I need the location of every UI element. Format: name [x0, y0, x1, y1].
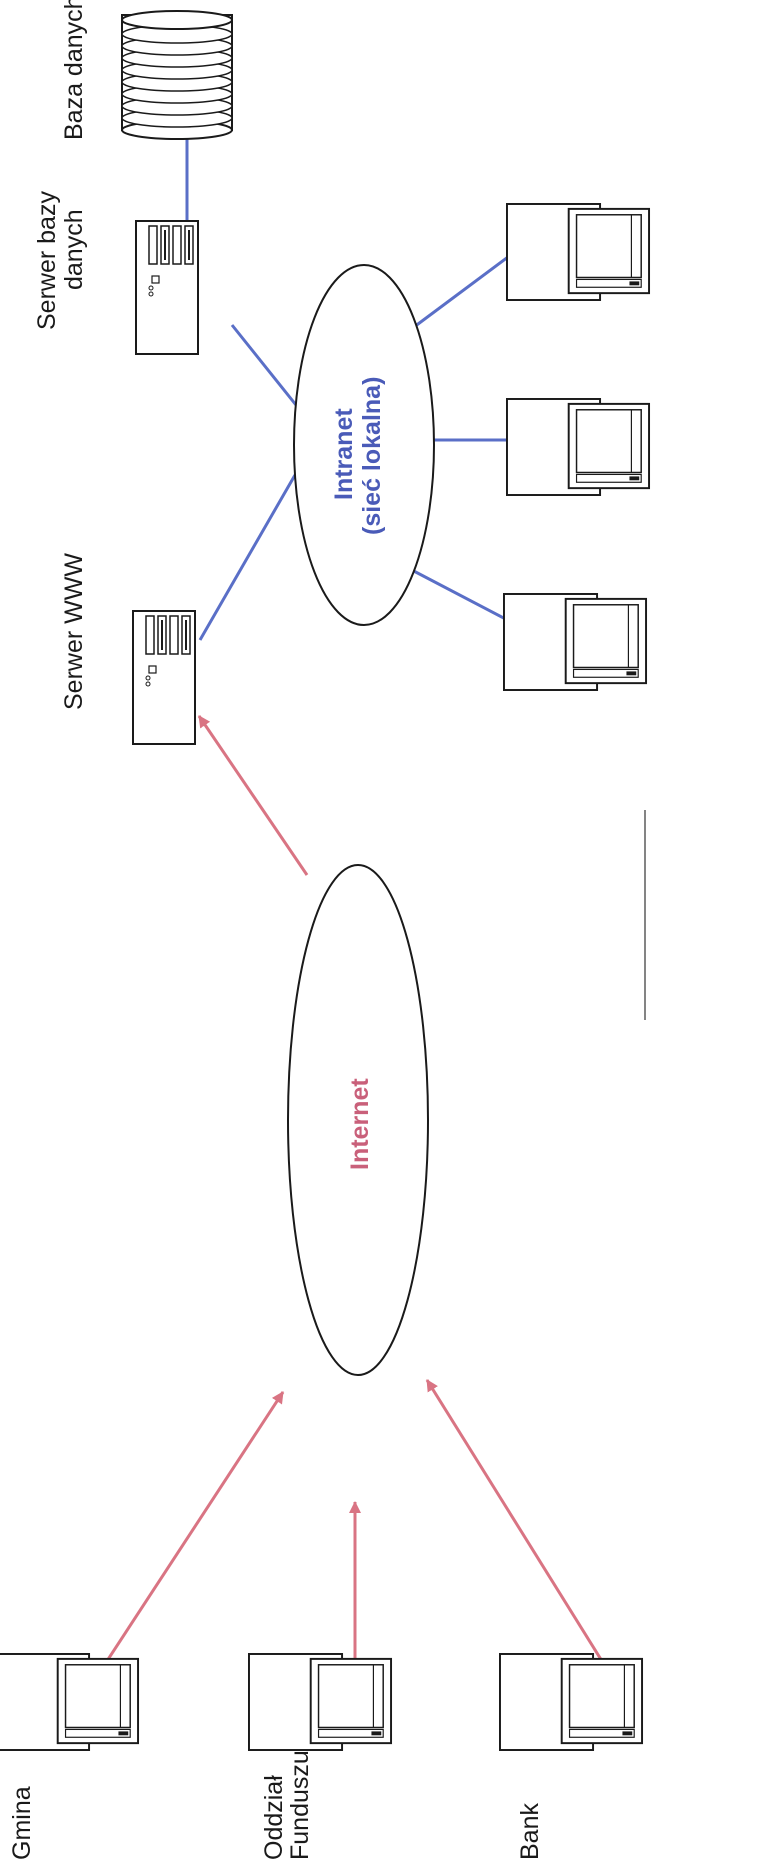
workstation-icon	[248, 1652, 393, 1752]
label-internet: Internet	[346, 1078, 374, 1170]
network-cloud-icon	[293, 264, 435, 626]
workstation-icon	[0, 1652, 140, 1752]
label-serwer-www: Serwer WWW	[60, 553, 88, 710]
link-db-server-to-intranet	[230, 324, 302, 411]
label-serwer-bazy-line2: danych	[60, 209, 88, 290]
label-intranet-line1: Intranet	[330, 408, 358, 500]
database-icon	[121, 10, 233, 140]
network-cloud-icon	[287, 864, 429, 1376]
label-oddzial-line1: Oddział	[260, 1775, 288, 1860]
arrow-bank-to-internet	[425, 1379, 622, 1691]
label-serwer-bazy-line1: Serwer bazy	[33, 191, 61, 330]
label-baza-danych: Baza danych	[60, 0, 88, 140]
server-icon	[132, 610, 196, 745]
arrow-gmina-to-internet	[86, 1391, 285, 1691]
link-intranet-ws1	[409, 246, 521, 332]
workstation-icon	[503, 592, 648, 692]
server-icon	[135, 220, 199, 355]
link-www-to-intranet	[198, 474, 297, 641]
label-intranet-line2: (sieć lokalna)	[358, 377, 386, 535]
workstation-icon	[506, 397, 651, 497]
label-gmina: Gmina	[8, 1786, 36, 1860]
arrow-internet-to-www	[197, 715, 309, 876]
workstation-icon	[499, 1652, 644, 1752]
link-intranet-ws3	[407, 566, 518, 627]
label-bank: Bank	[516, 1803, 544, 1860]
workstation-icon	[506, 202, 651, 302]
label-oddzial-line2: Funduszu	[286, 1750, 314, 1860]
